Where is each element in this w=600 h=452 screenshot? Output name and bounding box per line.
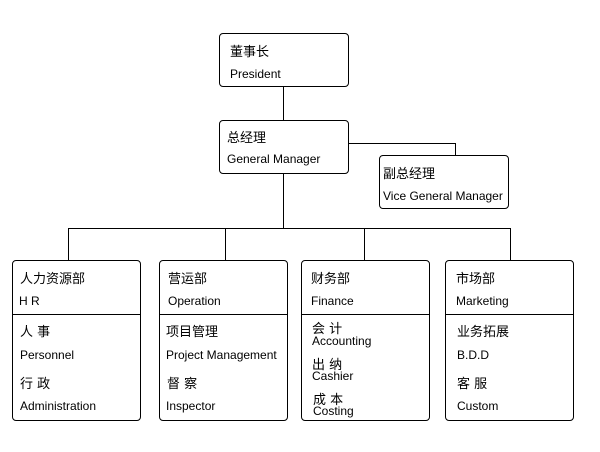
connector-gm-vgm-v	[455, 143, 456, 155]
department-finance: 财务部 Finance 会 计 Accounting 出 纳 Cashier 成…	[301, 260, 430, 421]
department-name-zh: 人力资源部	[20, 272, 86, 287]
vice-general-manager-zh: 副总经理	[383, 167, 436, 182]
item-en: Costing	[313, 404, 354, 418]
department-name-zh: 市场部	[456, 272, 496, 287]
connector-finance	[364, 228, 365, 261]
item-en: Project Management	[166, 348, 277, 362]
connector-marketing	[510, 228, 511, 261]
item-en: Accounting	[312, 334, 372, 348]
item-en: Cashier	[312, 369, 354, 383]
department-marketing: 市场部 Marketing 业务拓展 B.D.D 客 服 Custom	[445, 260, 574, 421]
divider	[160, 314, 287, 315]
connector-president-gm	[283, 86, 284, 121]
department-name-zh: 财务部	[311, 272, 351, 287]
department-name-en: Operation	[168, 294, 221, 308]
department-name-zh: 营运部	[168, 272, 208, 287]
connector-hr	[68, 228, 69, 261]
item-zh: 会 计	[312, 322, 343, 337]
item-en: Administration	[20, 399, 97, 413]
department-name-en: Finance	[311, 294, 354, 308]
item-en: B.D.D	[457, 348, 490, 362]
connector-departments-bus	[68, 228, 511, 229]
item-zh: 项目管理	[166, 325, 219, 340]
president-zh: 董事长	[230, 45, 270, 60]
general-manager-zh: 总经理	[227, 131, 267, 146]
item-zh: 出 纳	[312, 358, 343, 373]
item-zh: 客 服	[457, 377, 488, 392]
connector-gm-vgm-h	[348, 143, 455, 144]
president-box: 董事长 President	[219, 33, 349, 87]
item-zh: 人 事	[20, 325, 51, 340]
item-en: Personnel	[20, 348, 75, 362]
connector-gm-down	[283, 173, 284, 229]
item-en: Inspector	[166, 399, 216, 413]
president-en: President	[230, 67, 281, 81]
connector-operation	[225, 228, 226, 261]
vice-general-manager-en: Vice General Manager	[383, 189, 503, 203]
general-manager-box: 总经理 General Manager	[219, 120, 349, 174]
department-operation: 营运部 Operation 项目管理 Project Management 督 …	[159, 260, 288, 421]
divider	[13, 314, 140, 315]
department-hr: 人力资源部 H R 人 事 Personnel 行 政 Administrati…	[12, 260, 141, 421]
divider	[446, 314, 573, 315]
department-name-en: H R	[19, 294, 40, 308]
item-zh: 督 察	[167, 377, 198, 392]
divider	[302, 314, 429, 315]
general-manager-en: General Manager	[227, 152, 321, 166]
item-en: Custom	[457, 399, 499, 413]
department-name-en: Marketing	[456, 294, 509, 308]
item-zh: 行 政	[20, 377, 51, 392]
vice-general-manager-box: 副总经理 Vice General Manager	[379, 155, 509, 209]
item-zh: 成 本	[313, 393, 344, 408]
item-zh: 业务拓展	[457, 325, 510, 340]
